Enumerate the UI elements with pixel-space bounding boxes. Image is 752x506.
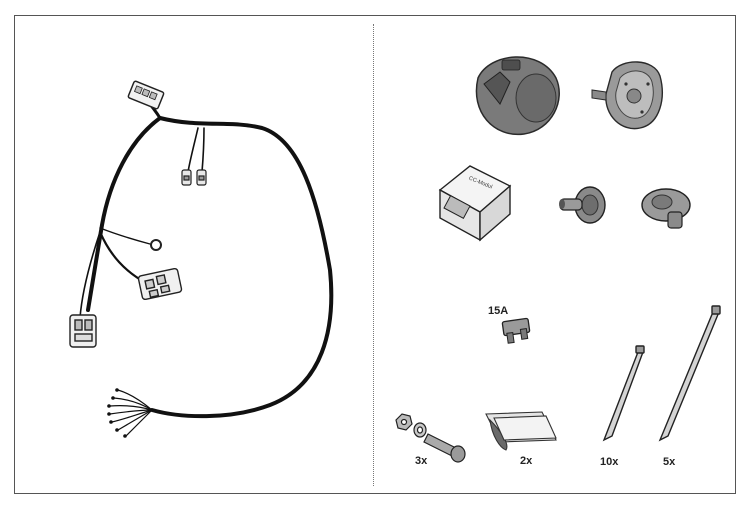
cable-tie-long	[658, 305, 721, 442]
cable-grommet-small	[559, 186, 606, 224]
adhesive-pads	[485, 411, 557, 451]
panel-divider	[373, 24, 374, 486]
short-tie-quantity: 10x	[600, 456, 619, 468]
wiring-harness	[79, 96, 334, 419]
ground-ring-terminal	[150, 239, 162, 251]
cable-grommet-large	[641, 188, 691, 229]
adhesive-pad-quantity: 2x	[520, 455, 533, 467]
middle-connector	[137, 267, 183, 301]
long-tie-quantity: 5x	[663, 456, 676, 468]
cc-module-box	[438, 165, 512, 242]
cable-tie-short	[602, 345, 645, 442]
lower-left-connector	[69, 314, 97, 348]
trailer-socket	[475, 56, 560, 136]
blade-fuse	[501, 317, 531, 344]
bolt-nut-washer-set	[395, 413, 466, 463]
top-connector	[127, 80, 165, 110]
fuse-rating-label: 15A	[488, 305, 509, 317]
socket-gasket	[591, 61, 663, 130]
bullet-connectors	[181, 169, 207, 186]
bolt-set-quantity: 3x	[415, 455, 428, 467]
loose-wire-ends	[109, 389, 153, 437]
